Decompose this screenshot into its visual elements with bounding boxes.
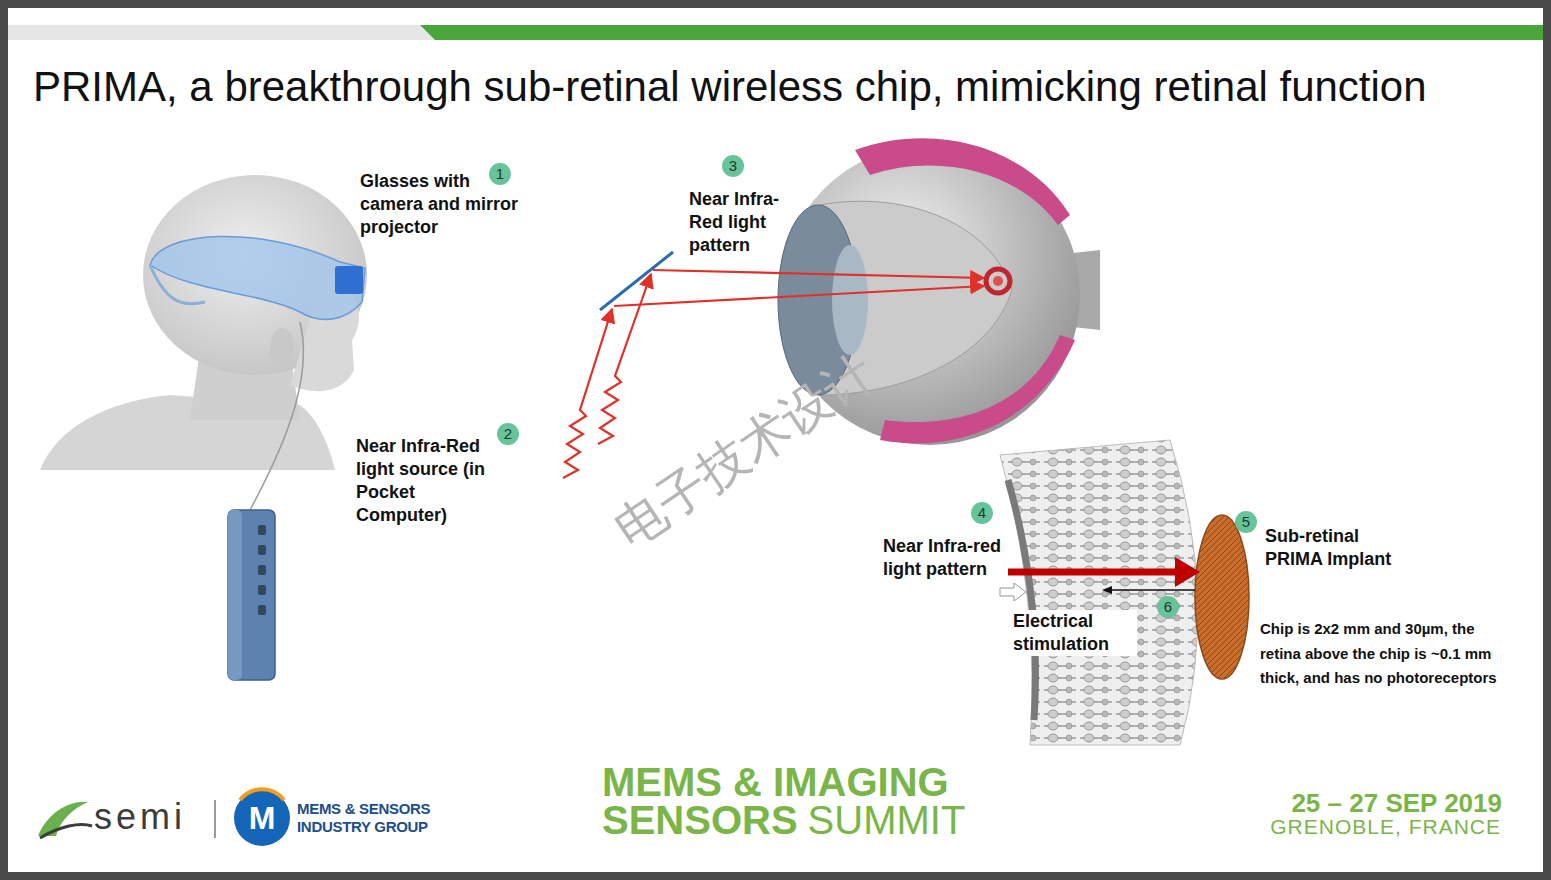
pocket-computer	[228, 510, 275, 680]
logo-text: semi	[94, 797, 186, 837]
header-bar	[420, 25, 1543, 40]
semi-swoosh	[40, 825, 92, 839]
event-name: SUMMIT	[808, 799, 966, 841]
semi-swoosh	[38, 802, 88, 836]
light-arrow	[1008, 569, 1178, 576]
implant-spot-core	[993, 276, 1003, 286]
infrared-ray	[614, 286, 984, 306]
callout-number: 4	[971, 502, 993, 524]
callout-number: 1	[489, 163, 511, 185]
header-band	[8, 25, 435, 40]
cable	[250, 322, 303, 510]
button	[258, 585, 266, 595]
callout-number: 5	[1235, 511, 1257, 533]
logo-divider	[214, 800, 216, 838]
note: Chip is 2x2 mm and 30µm, the retina abov…	[1260, 617, 1500, 691]
infrared-ray	[598, 274, 651, 444]
event-name: MEMS & IMAGING	[602, 761, 949, 803]
camera	[335, 266, 363, 294]
event-name: SENSORS	[602, 799, 798, 841]
slide-ground	[8, 8, 1543, 872]
glasses	[150, 236, 365, 319]
computer-body	[228, 510, 275, 680]
button	[258, 545, 266, 555]
button	[258, 565, 266, 575]
retina-cells	[1000, 440, 1198, 745]
callout-number: 3	[722, 155, 744, 177]
msig-logo-arc	[240, 789, 284, 800]
eye-muscle	[855, 138, 1070, 225]
callout-number: 6	[1157, 596, 1179, 618]
head-figure	[40, 175, 367, 510]
implant-spot	[986, 269, 1010, 293]
part-label: Glasses with camera and mirror projector	[360, 170, 538, 239]
event-date: 25 – 27 SEP 2019	[1291, 789, 1502, 817]
part-label: Near Infra-red light pattern	[883, 535, 1013, 581]
stimulation-arrowhead	[1102, 586, 1112, 594]
part-label: Near Infra-Red light pattern	[689, 188, 797, 257]
eye-muscle	[880, 335, 1075, 443]
glasses-strap	[150, 265, 205, 304]
ear	[270, 328, 294, 368]
part-label: Near Infra-Red light source (in Pocket C…	[356, 435, 503, 527]
part-label: Sub-retinal PRIMA Implant	[1265, 525, 1417, 571]
button	[258, 525, 266, 535]
infrared-ray	[653, 270, 984, 278]
retina-section	[1000, 440, 1249, 745]
prima-chip	[1195, 515, 1249, 679]
stimulation-arrow	[1110, 589, 1195, 591]
computer-side	[228, 510, 242, 680]
lens	[832, 245, 868, 355]
event-place: GRENOBLE, FRANCE	[1270, 815, 1501, 839]
retina-ground	[1000, 440, 1198, 745]
button	[258, 605, 266, 615]
slide-title: PRIMA, a breakthrough sub-retinal wirele…	[33, 62, 1427, 112]
hollow-arrow	[1000, 583, 1026, 601]
infrared-ray	[563, 309, 612, 478]
light-arrowhead	[1175, 557, 1200, 587]
msig-logo	[234, 790, 290, 846]
part-label: Electrical stimulation	[1011, 610, 1137, 656]
logo-text: MEMS & SENSORS INDUSTRY GROUP	[297, 800, 445, 836]
callout-number: 2	[497, 423, 519, 445]
mirror	[600, 252, 673, 310]
retina-membrane	[1008, 480, 1036, 720]
logo-letter: M	[246, 800, 278, 836]
